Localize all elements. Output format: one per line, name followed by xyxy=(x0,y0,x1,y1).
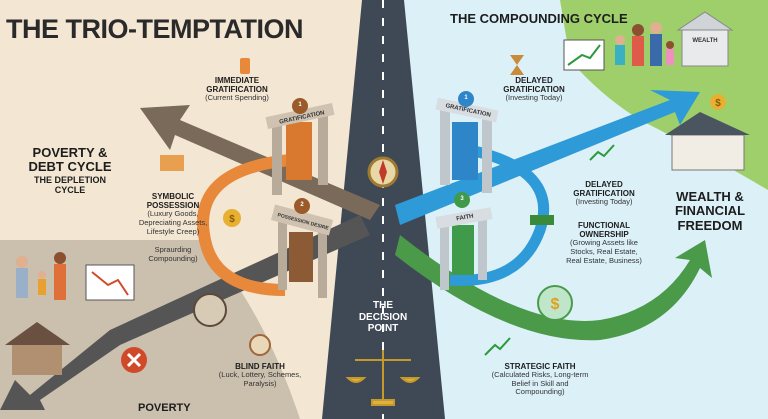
scales-icon xyxy=(345,350,421,406)
old-house-icon xyxy=(5,322,70,375)
decline-chart-icon xyxy=(85,264,135,301)
compounding-label: Spraurding Compounding) xyxy=(148,245,198,263)
poverty-road xyxy=(0,215,370,410)
depletion-cycle-subtitle: THE DEPLETION CYCLE xyxy=(33,174,106,195)
compounding-cycle-title: THE COMPOUNDING CYCLE xyxy=(450,11,628,26)
label-title: IMMEDIATE GRATIFICATION xyxy=(206,76,268,95)
gate-gratification-left xyxy=(265,103,335,195)
growth-chart-faith-icon xyxy=(484,337,511,356)
green-road xyxy=(395,235,712,341)
dollar-hand-icon xyxy=(537,285,573,321)
growth-chart-small-icon xyxy=(589,144,615,161)
svg-text:$: $ xyxy=(229,214,235,225)
poverty-cycle-title: POVERTY & DEBT CYCLE xyxy=(28,145,112,175)
money-handshake-icon xyxy=(530,215,554,225)
gate-number: 1 xyxy=(464,95,468,101)
blue-loop xyxy=(449,144,550,286)
happy-family-icon xyxy=(615,22,674,66)
label-desc: (Current Spending) xyxy=(205,93,269,103)
label-title: FUNCTIONAL OWNERSHIP xyxy=(578,221,630,240)
decision-point-label: THE DECISION POINT xyxy=(358,300,408,334)
label-desc: (Calculated Risks, Long-term Belief in S… xyxy=(491,370,589,397)
coin-icon xyxy=(710,94,726,110)
svg-text:$: $ xyxy=(551,296,560,313)
symbolic-possession-label: SYMBOLIC POSSESSION(Luxury Goods, Deprec… xyxy=(130,192,216,236)
delayed-gratification-top-label: DELAYED GRATIFICATION(Investing Today) xyxy=(490,76,578,103)
worried-person-icon xyxy=(193,293,227,327)
label-desc: (Investing Today) xyxy=(505,93,563,103)
gate-gratification-right xyxy=(435,97,499,193)
blue-road xyxy=(395,90,700,225)
gate-number: 2 xyxy=(300,202,304,208)
label-title: BLIND FAITH xyxy=(235,362,285,371)
label-desc: (Luck, Lottery, Schemes, Paralysis) xyxy=(218,370,302,388)
poverty-destination: POVERTY xyxy=(138,402,191,414)
strategic-faith-label: STRATEGIC FAITH(Calculated Risks, Long-t… xyxy=(490,362,590,397)
hourglass-icon xyxy=(510,55,524,75)
orange-loop xyxy=(197,154,291,296)
blind-faith-label: BLIND FAITH(Luck, Lottery, Schemes, Para… xyxy=(215,362,305,388)
label-desc: (Investing Today) xyxy=(575,197,633,207)
label-title: DELAYED GRATIFICATION xyxy=(503,76,565,95)
wealth-destination: WEALTH & FINANCIAL FREEDOM xyxy=(674,189,746,233)
gate-faith-right xyxy=(435,207,493,290)
label-title: SYMBOLIC POSSESSION xyxy=(146,192,200,211)
svg-text:$: $ xyxy=(715,98,721,109)
immediate-gratification-label: IMMEDIATE GRATIFICATION(Current Spending… xyxy=(196,76,278,103)
coin-bag-icon xyxy=(223,209,241,227)
gate-number: 1 xyxy=(298,102,302,108)
compass-small-icon xyxy=(249,334,271,356)
gate-number: 3 xyxy=(460,196,464,202)
functional-ownership-label: FUNCTIONAL OWNERSHIP(Growing Assets like… xyxy=(566,221,642,265)
poor-family-icon xyxy=(16,252,66,300)
central-road xyxy=(322,0,445,419)
gate-possession-left xyxy=(270,204,334,298)
label-desc: (Luxury Goods, Depreciating Assets, Life… xyxy=(138,209,208,236)
box-icon xyxy=(160,155,184,171)
bank-icon xyxy=(676,11,734,67)
soda-can-icon xyxy=(240,58,250,74)
page-title: THE TRIO-TEMPTATION xyxy=(6,14,303,44)
label-title: STRATEGIC FAITH xyxy=(504,362,576,371)
modern-house-icon xyxy=(665,112,750,171)
bank-label: WEALTH xyxy=(692,38,718,44)
label-desc: (Growing Assets like Stocks, Real Estate… xyxy=(566,238,642,265)
label-title: DELAYED GRATIFICATION xyxy=(573,180,635,199)
delayed-gratification-mid-label: DELAYED GRATIFICATION(Investing Today) xyxy=(560,180,648,207)
